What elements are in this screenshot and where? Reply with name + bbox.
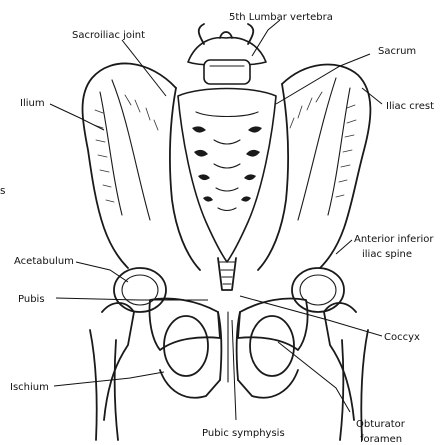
- label-ischium: Ischium: [10, 382, 49, 393]
- label-coccyx: Coccyx: [384, 332, 420, 343]
- label-obturator-line1: Obturator: [356, 419, 406, 430]
- label-sacrum: Sacrum: [378, 46, 416, 57]
- pelvic-floor: [149, 299, 307, 398]
- label-fragment-s: s: [0, 185, 5, 197]
- sacrum-bone: [178, 89, 276, 263]
- label-acetabulum: Acetabulum: [14, 256, 74, 267]
- label-pubic-symphysis: Pubic symphysis: [202, 428, 285, 439]
- label-iliac-crest: Iliac crest: [386, 101, 434, 112]
- lumbar-vertebra: [188, 24, 266, 84]
- label-pubis: Pubis: [18, 294, 45, 305]
- label-obturator-line2: foramen: [360, 434, 402, 445]
- label-anterior-inferior-line1: Anterior inferior: [354, 234, 434, 245]
- label-lumbar-vertebra: 5th Lumbar vertebra: [229, 12, 333, 23]
- label-ilium: Ilium: [20, 98, 45, 109]
- label-anterior-inferior-line2: iliac spine: [362, 249, 412, 260]
- left-hip: [90, 268, 166, 440]
- right-hip: [292, 268, 368, 440]
- coccyx-bone: [218, 258, 236, 290]
- label-sacroiliac-joint: Sacroiliac joint: [72, 30, 145, 41]
